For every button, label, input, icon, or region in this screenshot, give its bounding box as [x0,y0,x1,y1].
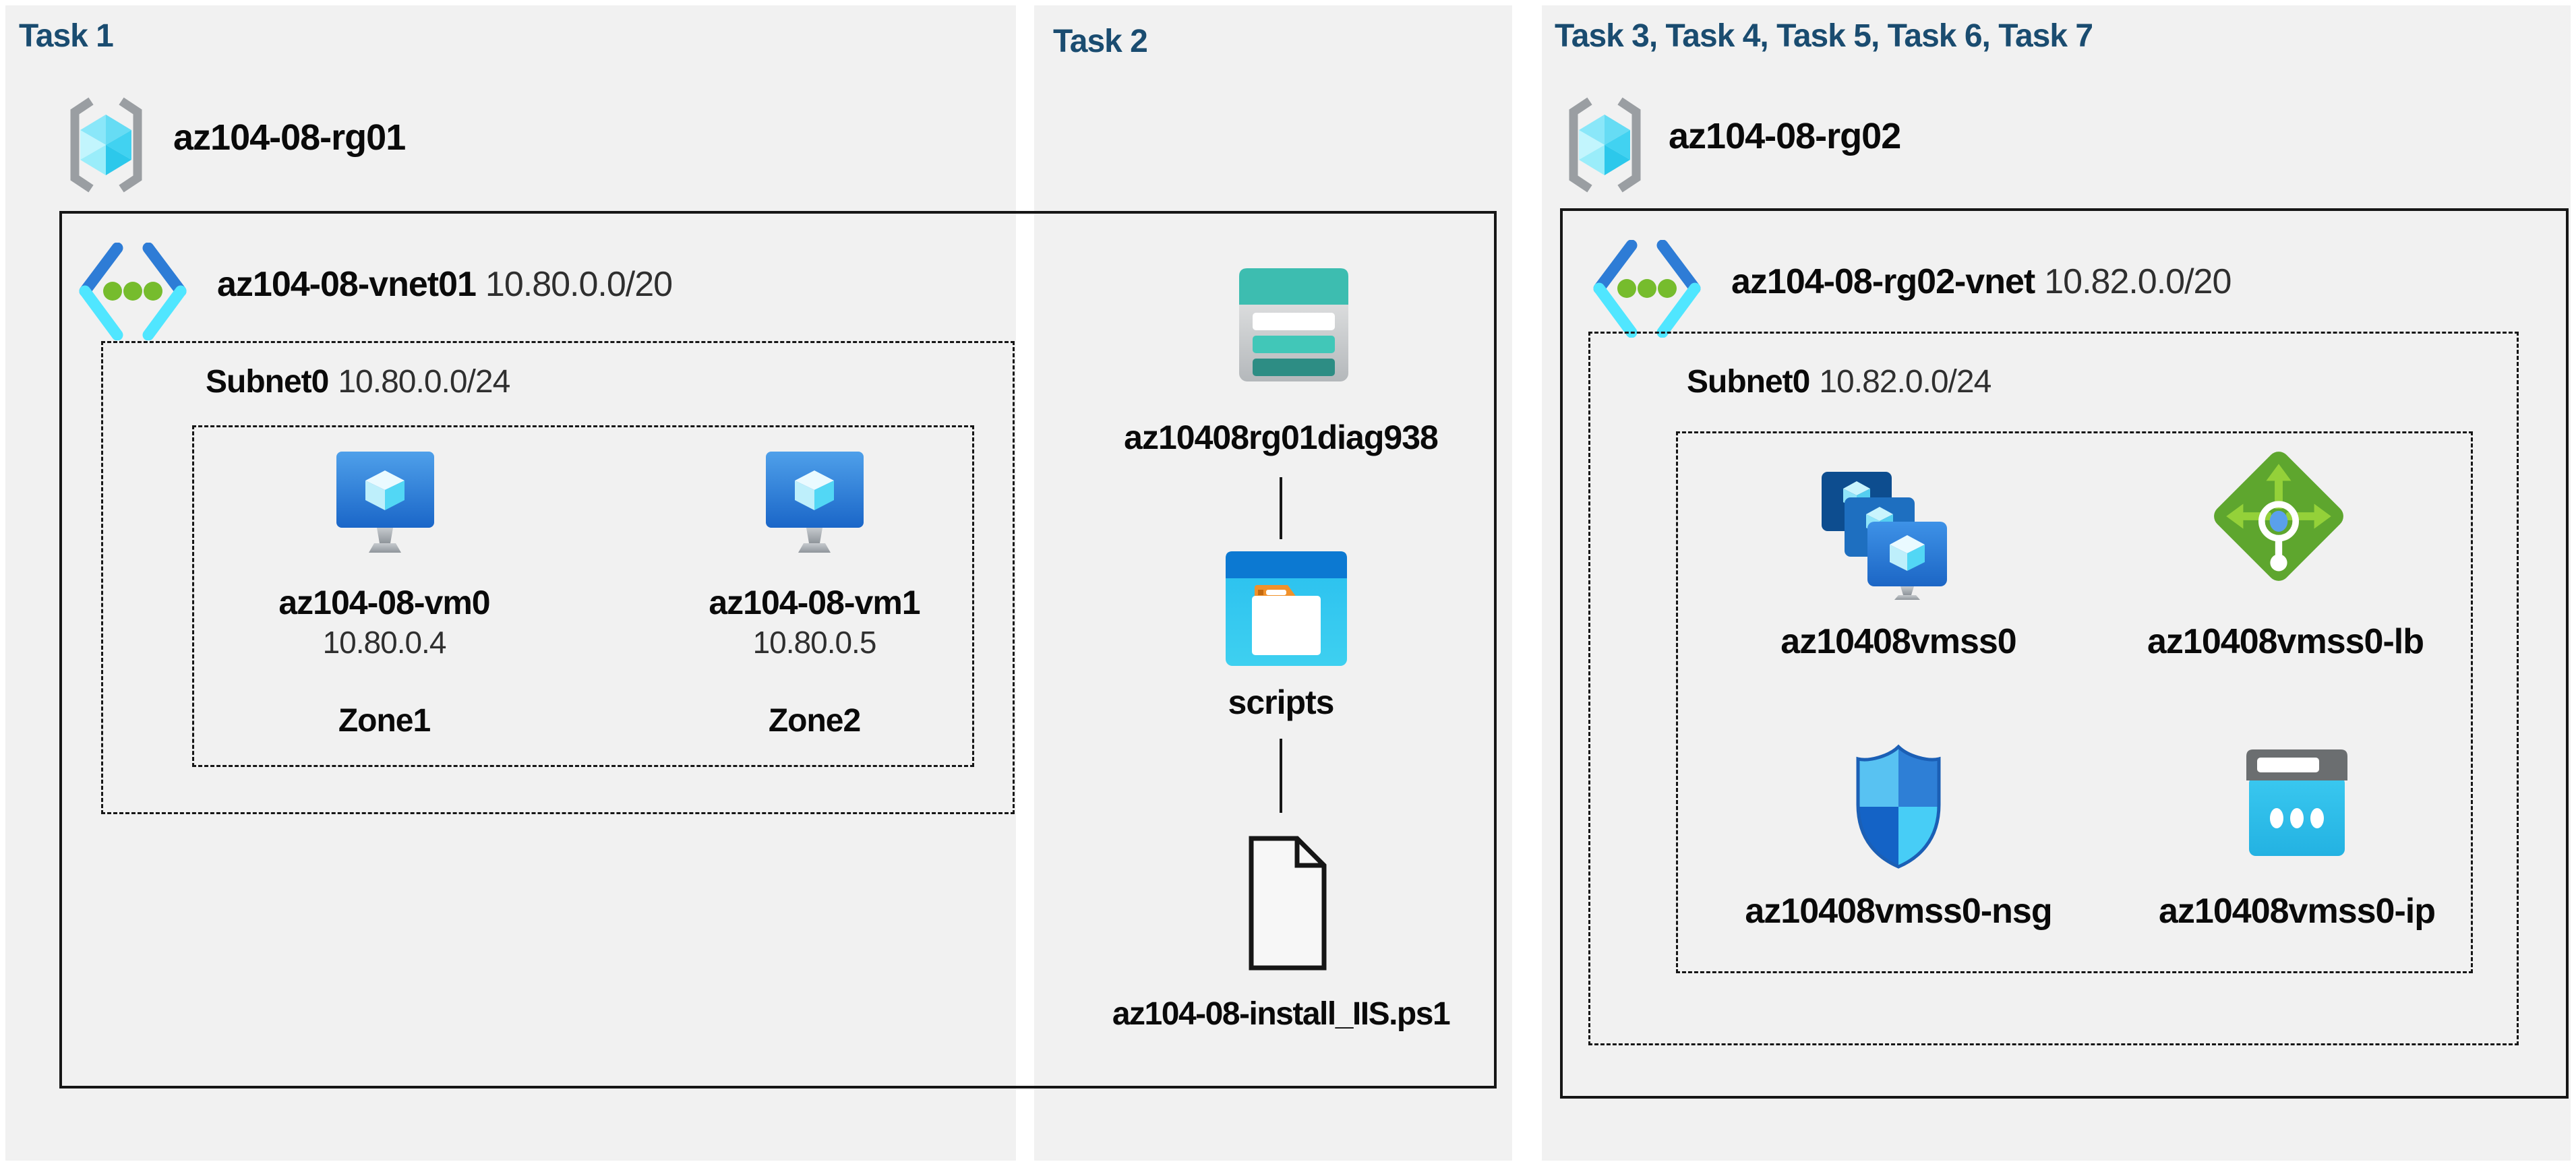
task1-vm0-name-label: az104-08-vm0 [278,584,490,621]
task3-resource-group-icon [1563,94,1647,195]
task2-script-file-icon [1246,833,1329,973]
task3-panel [1542,5,2571,1161]
task1-subnet-box [101,341,1015,814]
task3-vmss-label: az10408vmss0 [1780,622,2016,661]
task3-subnet-box [1588,332,2519,1045]
task2-script-file-label: az104-08-install_IIS.ps1 [1112,996,1451,1032]
task3-header: Task 3, Task 4, Task 5, Task 6, Task 7 [1555,18,2093,54]
task3-nsg-label: az10408vmss0-nsg [1745,892,2052,931]
task3-vm-scale-set-icon [1820,470,1948,600]
task1-header: Task 1 [19,18,114,54]
task1-zones-box [192,425,974,767]
task2-connector-storage-to-container [1280,477,1282,539]
task2-storage-account-icon [1239,268,1348,381]
task3-vnet-boundary-box [1560,208,2569,1099]
task1-vm1-virtual-machine-icon [766,452,864,558]
task3-network-security-group-icon [1850,743,1947,871]
task3-load-balancer-label: az10408vmss0-lb [2147,622,2424,661]
task3-resource-group-label: az104-08-rg02 [1669,116,1901,156]
task3-virtual-network-icon [1590,240,1704,338]
task2-container-label: scripts [1228,683,1335,721]
task3-public-ip-label: az10408vmss0-ip [2159,892,2436,931]
task1-resource-group-icon [64,94,148,195]
task1-vm1-ip-label: 10.80.0.5 [752,625,877,660]
task2-connector-container-to-file [1280,739,1282,813]
task3-load-balancer-icon [2211,449,2346,584]
task1-panel [5,5,1016,1161]
task2-storage-account-label: az10408rg01diag938 [1124,419,1439,456]
task1-resource-group-label: az104-08-rg01 [173,117,406,158]
task3-resources-box [1676,431,2473,973]
task1-vnet-boundary-box [59,211,1497,1088]
task2-header: Task 2 [1053,24,1148,59]
task1-vm1-name-label: az104-08-vm1 [709,584,920,621]
task1-vm0-virtual-machine-icon [336,452,434,558]
task1-virtual-network-icon [76,243,190,340]
task3-public-ip-icon [2246,749,2347,856]
task1-vm1-zone-label: Zone2 [768,703,861,739]
task2-blob-container-icon [1226,551,1347,666]
task1-vm0-zone-label: Zone1 [338,703,431,739]
task1-vm0-ip-label: 10.80.0.4 [322,625,447,660]
